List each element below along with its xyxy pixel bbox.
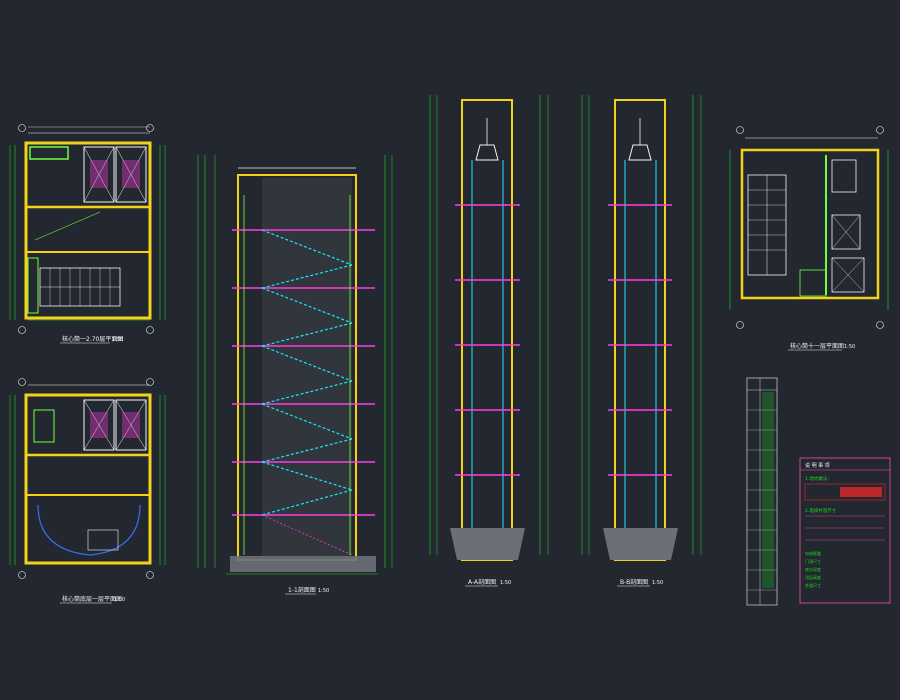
plan-top-left-scale: 1:50: [112, 337, 123, 343]
notes-line-1: 1.地坑做法：: [805, 475, 832, 482]
section-stair-scale: 1:50: [318, 588, 329, 594]
plan-bottom-left-scale: 1:50: [114, 597, 125, 603]
notes-line-2: 2.电梯井道尺寸: [805, 507, 837, 514]
notes-item-2: 门洞尺寸: [805, 558, 821, 564]
section-lift-b-title: B-B剖面图: [620, 578, 648, 586]
section-stair: 1-1剖面图 1:50: [197, 155, 393, 595]
notes-item-4: 顶层高度: [805, 574, 821, 580]
plan-right-title: 核心筒十一层平面图: [790, 342, 844, 350]
plan-top-left: 核心筒一2.70层平面图 1:50: [9, 124, 166, 344]
notes-item-1: 电梯载重: [805, 550, 821, 556]
plan-bottom-left: 核心筒底层一层平面图 1:50: [9, 378, 166, 604]
plan-right-scale: 1:50: [844, 344, 855, 350]
schedule-table: [746, 377, 778, 606]
notes-item-5: 井道尺寸: [805, 582, 821, 588]
notes-heading: 说 明 事 项: [805, 462, 830, 469]
section-lift-a: A-A剖面图 1:50: [429, 95, 549, 587]
section-lift-a-title: A-A剖面图: [468, 578, 496, 586]
plan-right: 核心筒十一层平面图 1:50: [729, 126, 889, 351]
section-lift-a-scale: 1:50: [500, 580, 511, 586]
plan-bottom-left-title: 核心筒底层一层平面图: [62, 595, 122, 603]
plan-top-left-title: 核心筒一2.70层平面图: [62, 335, 123, 343]
notes-item-3: 底坑深度: [805, 566, 821, 572]
section-lift-b-scale: 1:50: [652, 580, 663, 586]
notes-frame: 说 明 事 项 1.地坑做法： 2.电梯井道尺寸 电梯载重 门洞尺寸 底坑深度 …: [799, 457, 891, 604]
section-stair-title: 1-1剖面图: [288, 586, 316, 594]
section-lift-b: B-B剖面图 1:50: [581, 95, 702, 587]
